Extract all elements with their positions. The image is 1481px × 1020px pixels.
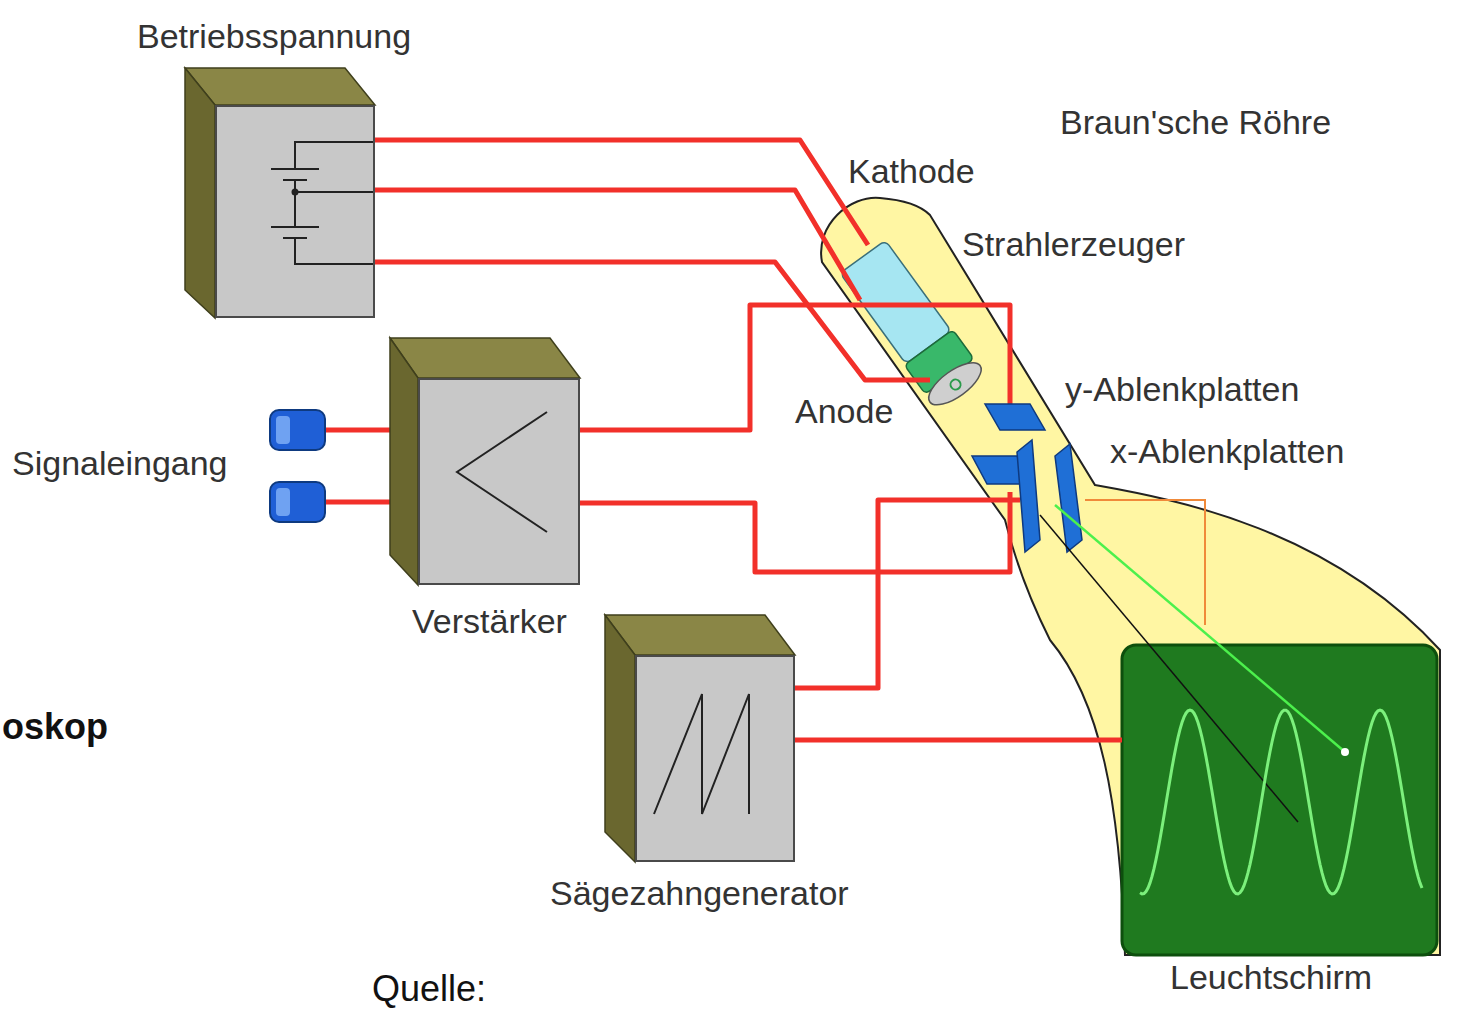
box-label: Leuchtschirm	[1170, 958, 1372, 997]
deflection-plates	[972, 404, 1082, 552]
wire	[580, 492, 1010, 572]
box-top	[605, 615, 795, 655]
axis-line	[1040, 515, 1298, 822]
box-symbol	[637, 657, 793, 860]
cathode-label: Kathode	[848, 152, 975, 191]
box-side	[390, 338, 418, 585]
y-plates-label: y-Ablenkplatten	[1065, 370, 1299, 409]
symbol-stroke	[457, 412, 547, 532]
wire	[375, 262, 930, 380]
thin-wire	[1085, 500, 1205, 625]
sawtooth-generator-box: Sägezahngenerator	[635, 655, 795, 862]
wire	[375, 190, 860, 300]
title: oskop	[2, 706, 108, 747]
electron-beam	[1055, 505, 1345, 752]
box-side	[605, 615, 635, 862]
wires	[325, 140, 1020, 688]
sine-trace	[1140, 710, 1422, 894]
input-jack	[270, 482, 325, 522]
power-supply-box: Betriebsspannung	[215, 105, 375, 318]
beam-generator	[838, 239, 988, 413]
jack-highlight	[276, 416, 290, 444]
wire	[795, 500, 1020, 688]
x-plates-label: x-Ablenkplatten	[1110, 432, 1344, 471]
amplifier-box: Verstärker	[418, 378, 580, 585]
symbol-stroke	[654, 694, 749, 814]
box-symbol	[420, 380, 578, 583]
tube-outline	[821, 198, 1440, 955]
x-plate	[1055, 444, 1082, 552]
box-symbol	[217, 107, 373, 316]
y-plate	[985, 404, 1045, 430]
beam-generator-label: Strahlerzeuger	[962, 225, 1185, 264]
signal-wire	[795, 738, 1122, 743]
anode-hole	[949, 378, 963, 392]
tube-label: Braun'sche Röhre	[1060, 103, 1331, 142]
box-label: Verstärker	[412, 602, 567, 641]
symbol-stroke	[271, 142, 373, 264]
box-label: Betriebsspannung	[137, 17, 411, 56]
input-jack	[270, 410, 325, 450]
beam-spot	[1341, 748, 1349, 756]
box-faces	[185, 68, 795, 862]
waveform	[1140, 710, 1422, 894]
box-top	[185, 68, 375, 105]
jack-highlight	[276, 488, 290, 516]
box-label: Sägezahngenerator	[550, 874, 849, 913]
anode-disk	[922, 355, 987, 412]
junction-dot	[292, 189, 299, 196]
caption: Quelle:	[372, 968, 486, 1009]
signal-input-label: Signaleingang	[12, 444, 228, 483]
x-plate	[1017, 440, 1040, 552]
box-side	[185, 68, 215, 318]
screen: Leuchtschirm	[1122, 645, 1437, 955]
anode-label: Anode	[795, 392, 893, 431]
box-top	[390, 338, 580, 378]
